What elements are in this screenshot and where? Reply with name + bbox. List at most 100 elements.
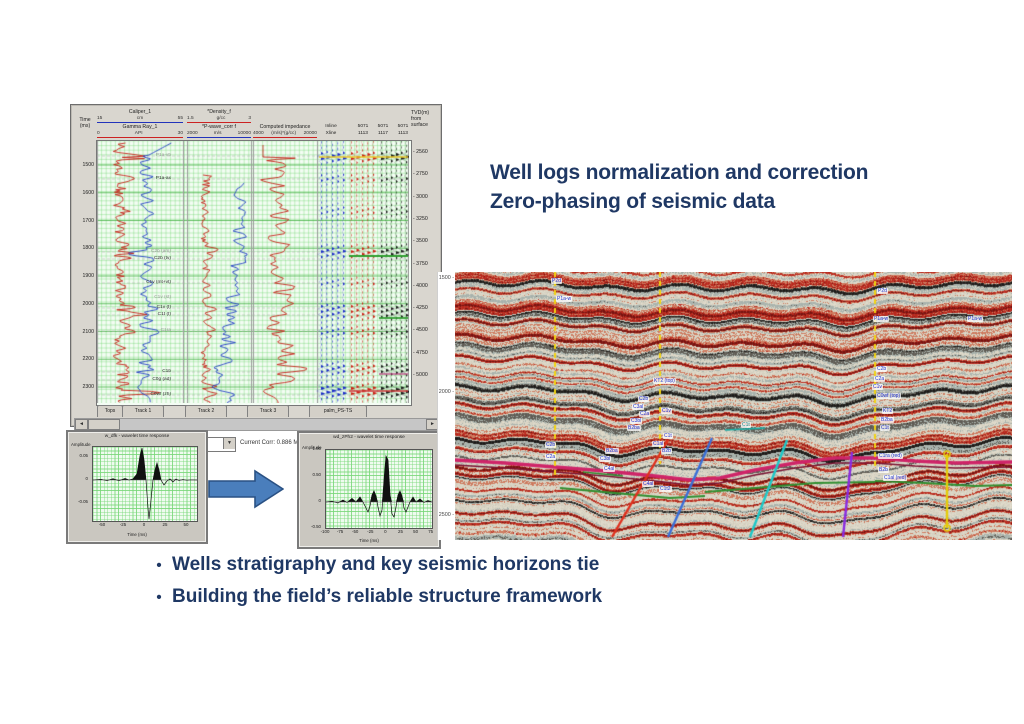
curve-name--density_f: *Density_f xyxy=(207,109,231,115)
scale-unit: (m/s)*(g/cc) xyxy=(271,131,297,136)
well-top-label: P1a-vb xyxy=(155,153,171,158)
horizontal-scrollbar[interactable]: ◄ ► xyxy=(74,418,440,431)
wavelet-left-xtick: 25 xyxy=(162,522,168,527)
seismic-well-top-chip: C2a xyxy=(874,376,886,382)
curve-name-computed-impedance: Computed impedance xyxy=(259,124,311,130)
seismic-well-top-chip: P1a-w xyxy=(556,296,573,302)
tvd-tick: - 5000 xyxy=(413,372,428,378)
trace-col-inline: 5071 xyxy=(397,124,409,129)
seismic-time-tick: 2500 - xyxy=(438,512,454,518)
seismic-well-top-chip: C1t xyxy=(663,433,673,439)
wavelet-left-xtick: 0 xyxy=(142,522,146,527)
seismic-well-top-chip: P2d xyxy=(551,278,562,284)
tab-palm_ps-ts[interactable]: palm_PS-TS xyxy=(309,405,367,417)
seismic-well-top-chip: C1al xyxy=(652,441,665,447)
chevron-down-icon[interactable]: ▼ xyxy=(223,438,235,449)
scale-max: 30 xyxy=(177,131,183,136)
well-top-label: C1v (f) xyxy=(156,305,171,310)
well-top-label: C2b (tv) xyxy=(153,256,171,261)
seismic-well-top-chip: B2ba xyxy=(605,448,619,454)
xline-label: Xline xyxy=(325,131,337,136)
wavelet-left-plot xyxy=(92,446,198,522)
wavelet-panel-extracted: w_dfk - wavelet time response Amplitude … xyxy=(66,430,208,544)
scale-max: 10000 xyxy=(237,131,251,136)
wavelet-left-ytick: 0 xyxy=(85,476,88,481)
seismic-well-top-chip: C2b xyxy=(876,366,888,372)
well-top-label: C1v (mt+vt) xyxy=(146,280,171,285)
seismic-well-top-chip: C2b xyxy=(638,396,650,402)
seismic-well-top-chip: C2a xyxy=(639,411,651,417)
wavelet-right-plot xyxy=(325,449,433,529)
well-top-label: C2b (am) xyxy=(151,249,171,254)
seismic-well-top-chip: C1v xyxy=(872,384,883,390)
time-tick: 2100 xyxy=(82,328,94,335)
time-tick: 1600 xyxy=(82,189,94,196)
bullet-item: •Building the field’s reliable structure… xyxy=(146,581,602,613)
bullet-icon: • xyxy=(156,589,162,606)
wavelet-right-xlabel: Time (ms) xyxy=(359,538,379,543)
wavelet-right-title: wd_zPh2 - wavelet time response xyxy=(333,435,405,440)
wavelet-right-xtick: -75 xyxy=(336,529,344,534)
tvd-tick: - 4500 xyxy=(413,327,428,334)
seismic-well-top-chip: C1t xyxy=(741,422,751,428)
seismic-well-top-chip: KT2 (top) xyxy=(653,378,676,384)
tab-track-3[interactable]: Track 3 xyxy=(247,405,289,417)
wavelet-right-xtick: -100 xyxy=(320,529,330,534)
current-correlation-text: Current Corr: 0.886 Max xyxy=(240,440,305,446)
tvd-tick: - 3500 xyxy=(413,238,428,245)
seismic-well-top-chip: C1ra (red) xyxy=(878,453,903,459)
tab-tops[interactable]: Tops xyxy=(97,405,123,417)
well-top-label: C0g (ad) xyxy=(152,377,171,382)
seismic-well-top-chip: C1t2 xyxy=(659,486,672,492)
well-top-label: C1ra xyxy=(160,328,171,333)
heading-line-1: Well logs normalization and correction xyxy=(490,161,869,184)
bullet-list: •Wells stratigraphy and key seismic hori… xyxy=(146,549,602,613)
wavelet-right-xtick: 25 xyxy=(398,529,403,534)
scale-unit: API xyxy=(134,131,143,136)
scale-unit: m/s xyxy=(213,131,222,136)
wavelet-left-ytick: -0.05 xyxy=(77,499,88,504)
trace-col-inline: 5071 xyxy=(377,124,389,129)
wavelet-select-dropdown[interactable]: ▼ xyxy=(206,437,236,452)
seismic-well-top-chip: C4al xyxy=(642,481,655,487)
curve-name-caliper_1: Caliper_1 xyxy=(128,109,152,115)
seismic-well-top-chip: C3bl xyxy=(630,418,643,424)
bullet-item: •Wells stratigraphy and key seismic hori… xyxy=(146,549,602,581)
scale-unit: cm xyxy=(136,116,144,121)
tvd-tick: - 4750 xyxy=(413,349,428,356)
scale-min: 4000 xyxy=(253,131,264,136)
scale-max: 55 xyxy=(177,116,183,121)
time-tick: 2300 xyxy=(82,384,94,390)
time-tick: 1800 xyxy=(82,245,94,252)
seismic-well-top-chip: C1al (red) xyxy=(883,475,908,481)
log-tracks-canvas xyxy=(97,141,409,403)
time-tick: 1700 xyxy=(82,217,94,224)
scrollbar-thumb[interactable] xyxy=(88,419,120,430)
well-top-label: C1b xyxy=(162,369,171,374)
curve-name-gamma-ray_1: Gamma Ray_1 xyxy=(122,124,158,130)
tab-track-1[interactable]: Track 1 xyxy=(122,405,164,417)
wavelet-right-ytick: 1.00 xyxy=(312,446,321,451)
seismic-well-top-chip: C2b xyxy=(545,442,557,448)
tvd-tick: - 3750 xyxy=(413,260,428,267)
tab-track-2[interactable]: Track 2 xyxy=(185,405,227,417)
wavelet-right-xtick: -25 xyxy=(367,529,374,534)
wavelet-right-ylabel: Amplitude xyxy=(302,445,322,450)
scroll-left-button[interactable]: ◄ xyxy=(75,419,88,430)
tvd-tick: - 3250 xyxy=(413,215,428,222)
seismic-well-top-chip: B2ba xyxy=(627,425,641,431)
wavelet-left-ylabel: Amplitude xyxy=(71,442,91,447)
scale-min: 2000 xyxy=(187,131,198,136)
wavelet-right-xtick: -50 xyxy=(352,529,359,534)
slide-heading: Well logs normalization and correction Z… xyxy=(490,158,868,216)
time-tick: 1900 xyxy=(82,273,94,279)
tvd-tick: - 2750 xyxy=(413,171,428,178)
curve-name--p-wave_corr-f: *P-wave_corr f xyxy=(201,124,237,130)
seismic-time-axis: 1500 -2000 -2500 - xyxy=(437,272,456,540)
wavelet-left-title: w_dfk - wavelet time response xyxy=(104,434,170,439)
